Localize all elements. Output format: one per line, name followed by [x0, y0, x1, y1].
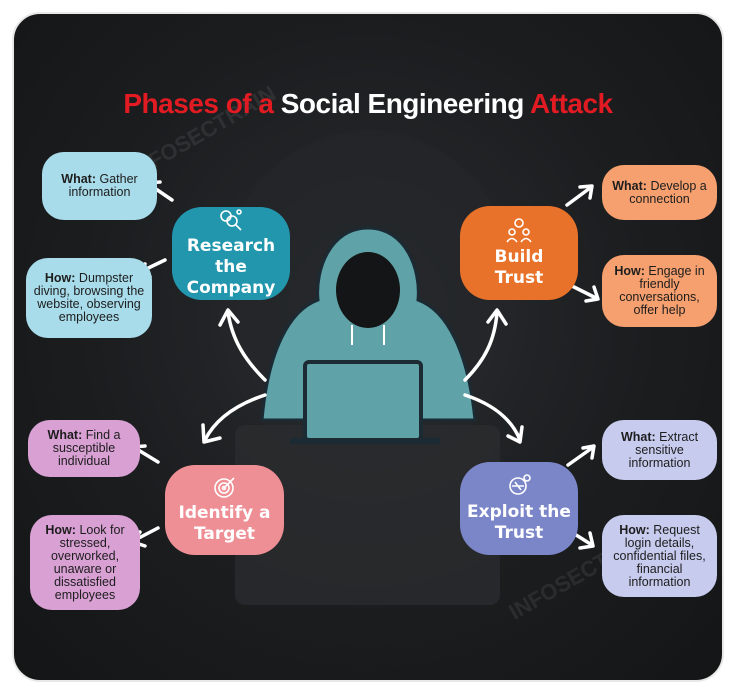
exploit-what-box: What: Extract sensitive information — [602, 420, 717, 480]
phase-title-line: Identify a — [178, 503, 271, 523]
what-label: What: — [61, 172, 96, 186]
phase-title-line: Exploit the — [467, 501, 571, 522]
people-network-icon — [506, 218, 532, 243]
title-part: Social Engineering — [280, 88, 531, 119]
how-label: How: — [619, 522, 650, 537]
gears-magnifier-icon — [220, 209, 242, 231]
phase-title-line: Target — [193, 524, 256, 544]
how-label: How: — [44, 271, 76, 285]
how-text: Request login details, confidential file… — [613, 522, 706, 589]
page-title: Phases of a Social Engineering Attack — [0, 88, 736, 120]
research-what-box: What: Gather information — [42, 152, 157, 220]
phase-title-line: the Company — [186, 257, 276, 298]
what-label: What: — [620, 429, 656, 444]
research-how-box: How: Dumpster diving, browsing the websi… — [26, 258, 152, 338]
what-text: Extract sensitive information — [628, 429, 699, 470]
what-text: Find a susceptible individual — [52, 428, 121, 468]
build-what-box: What: Develop a connection — [602, 165, 717, 220]
phase-title-line: Research — [186, 236, 276, 256]
build-how-box: How: Engage in friendly conversations, o… — [602, 255, 717, 327]
identify-what-box: What: Find a susceptible individual — [28, 420, 140, 477]
title-part: Phases of a — [123, 88, 281, 119]
how-text: Dumpster diving, browsing the website, o… — [33, 271, 145, 324]
what-text: Gather information — [68, 172, 138, 199]
exploit-how-box: How: Request login details, confidential… — [602, 515, 717, 597]
what-label: What: — [612, 178, 647, 193]
how-text: Look for stressed, overworked, unaware o… — [50, 522, 125, 602]
target-icon — [213, 477, 235, 498]
phase-title-line: Build — [494, 247, 544, 267]
background-laptop — [235, 425, 500, 605]
phase-title-line: Trust — [494, 268, 544, 288]
phase-title-line: Trust — [494, 522, 544, 543]
hacker-icon — [509, 473, 531, 495]
what-label: What: — [47, 428, 83, 442]
identify-how-box: How: Look for stressed, overworked, unaw… — [30, 515, 140, 610]
what-text: Develop a connection — [629, 178, 707, 206]
how-label: How: — [614, 264, 645, 278]
how-label: How: — [45, 522, 76, 537]
how-text: Engage in friendly conversations, offer … — [619, 264, 705, 317]
title-part: Attack — [530, 88, 613, 119]
